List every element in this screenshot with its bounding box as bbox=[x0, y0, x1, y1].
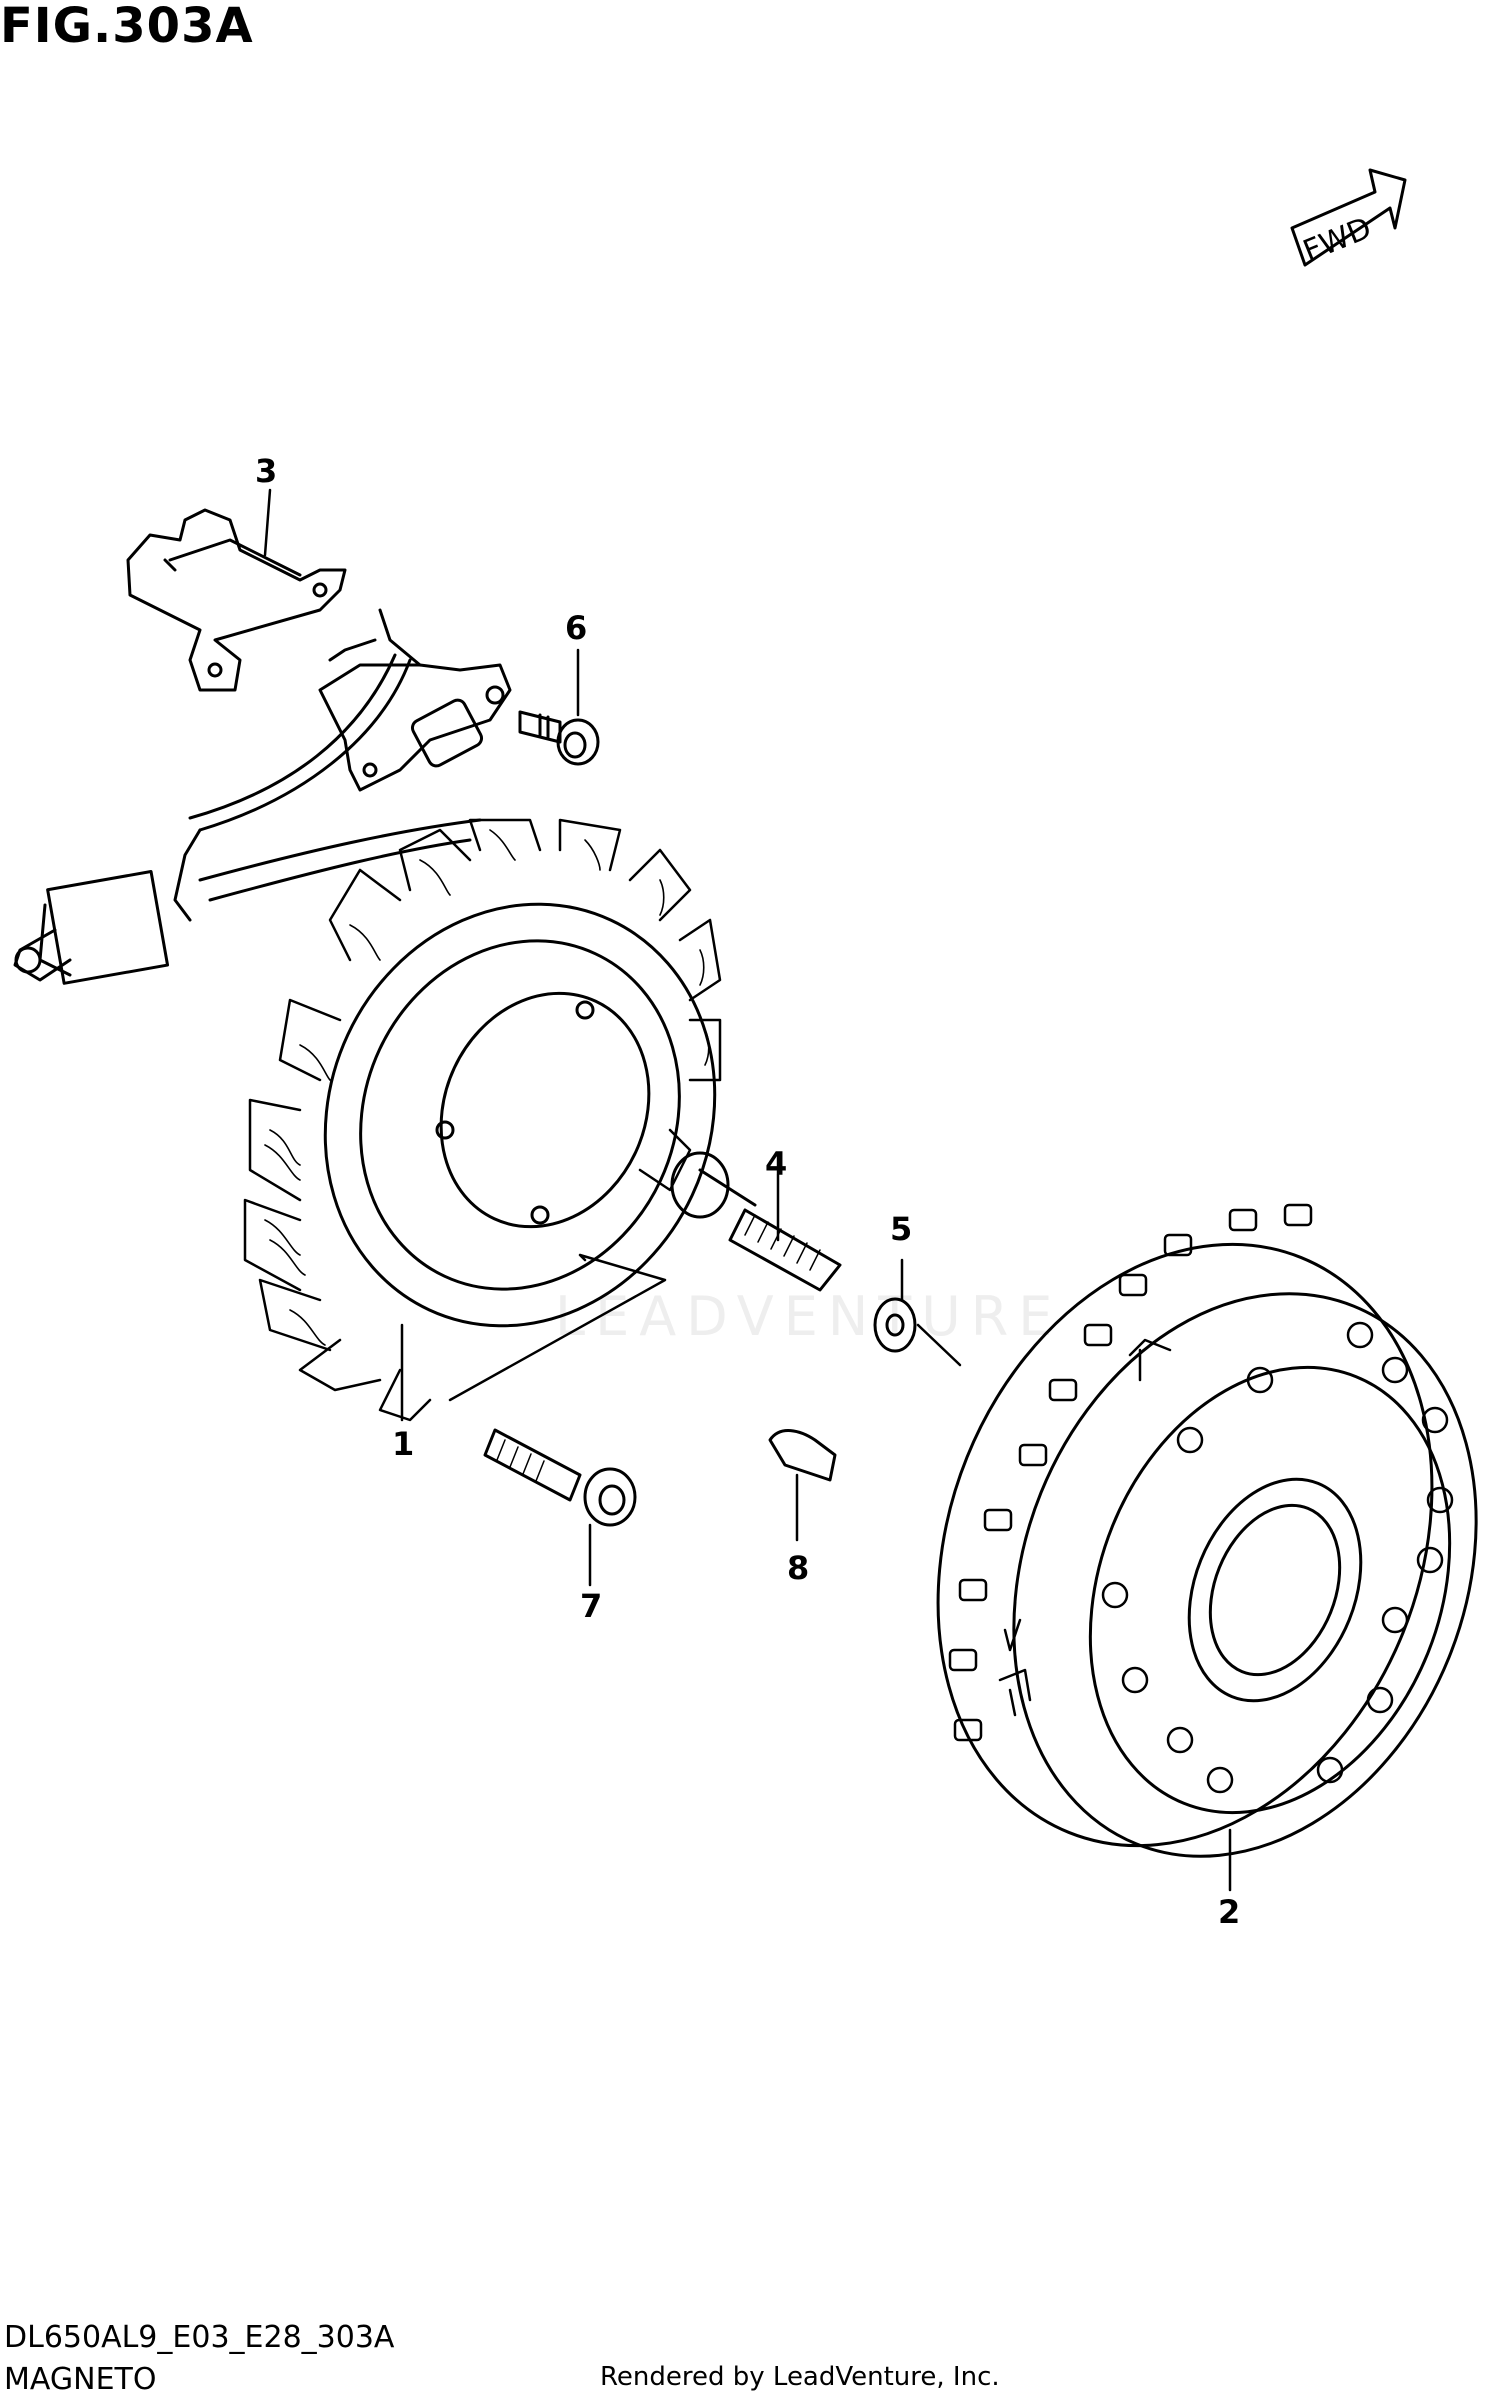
callout-8: 8 bbox=[787, 1549, 810, 1587]
stator-part-1 bbox=[243, 818, 722, 1422]
callout-3: 3 bbox=[255, 452, 278, 490]
diagram-code: DL650AL9_E03_E28_303A bbox=[4, 2320, 395, 2355]
callout-1: 1 bbox=[392, 1425, 415, 1463]
callout-7: 7 bbox=[580, 1587, 603, 1625]
washer-part-5 bbox=[873, 1297, 917, 1353]
assembly-reference-lines bbox=[448, 1253, 667, 1402]
callout-2: 2 bbox=[1218, 1893, 1241, 1931]
pickup-coil-harness bbox=[13, 608, 512, 985]
bolt-part-4 bbox=[670, 1151, 842, 1292]
bolt-part-7 bbox=[483, 1428, 637, 1527]
callout-5: 5 bbox=[890, 1210, 913, 1248]
callout-4: 4 bbox=[765, 1145, 788, 1183]
rotor-part-2 bbox=[936, 1203, 1478, 1858]
fwd-arrow-icon: FWD bbox=[1290, 168, 1407, 269]
leader-lines bbox=[263, 488, 1232, 1892]
callout-6: 6 bbox=[565, 609, 588, 647]
bracket-part-3 bbox=[126, 508, 347, 692]
key-part-8 bbox=[768, 1429, 837, 1482]
figure-title: FIG.303A bbox=[0, 0, 254, 54]
render-credit: Rendered by LeadVenture, Inc. bbox=[600, 2362, 1000, 2392]
section-name: MAGNETO bbox=[4, 2362, 157, 2397]
bolt-part-6 bbox=[518, 710, 600, 766]
